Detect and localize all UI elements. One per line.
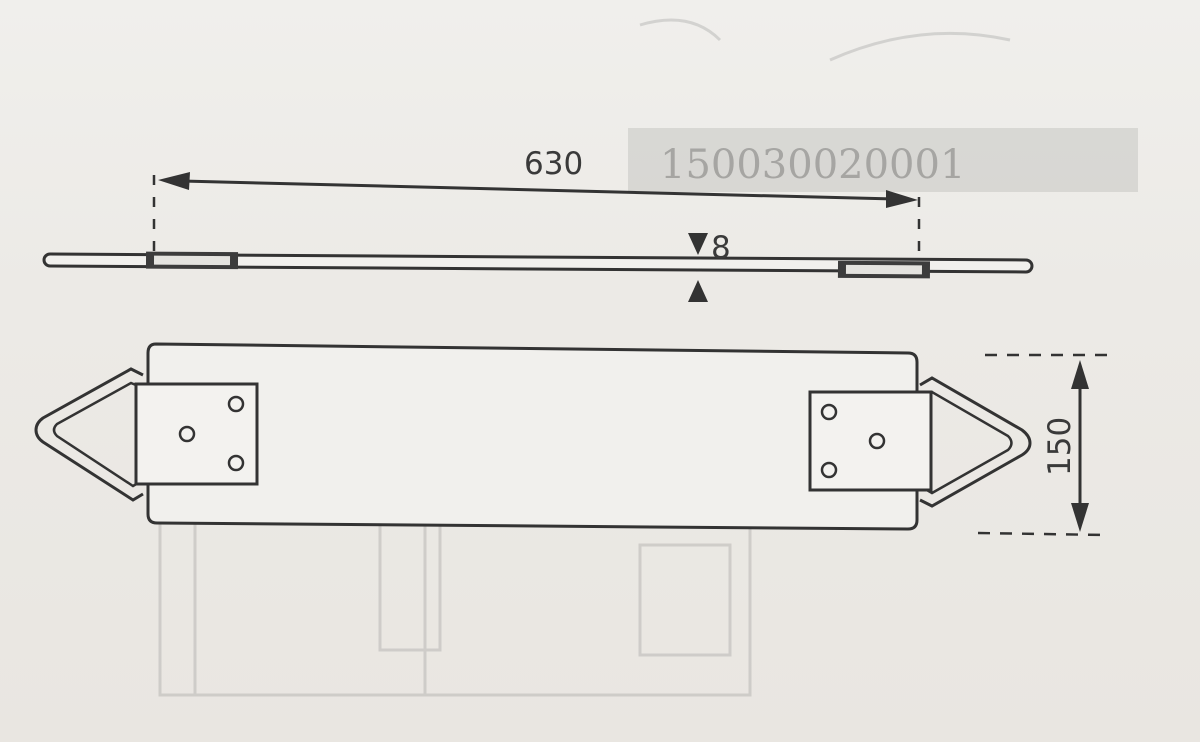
arrowhead-bottom — [1071, 503, 1089, 532]
dimension-line-630 — [181, 179, 895, 201]
triangle-handle-right — [919, 376, 1032, 508]
length-dimension: 630 — [152, 146, 921, 262]
bleed-label-text: 150030020001 — [660, 142, 965, 188]
bleed-label-band — [628, 128, 1138, 192]
seat-profile-body — [42, 252, 1034, 274]
dimension-label-length: 630 — [524, 146, 583, 182]
bolt-hole — [178, 425, 196, 443]
strap-left-inner — [153, 255, 231, 266]
seat-board — [146, 342, 919, 531]
triangle-handle-right-inner — [919, 390, 1013, 495]
bolt-hole — [820, 461, 838, 479]
mounting-plate-left — [134, 382, 259, 486]
dimension-label-width: 150 — [1042, 417, 1078, 476]
bolt-hole — [227, 454, 245, 472]
side-profile — [42, 251, 1034, 279]
arrowhead-left — [158, 172, 190, 190]
bolt-hole — [820, 403, 838, 421]
dimension-label-thickness: 8 — [711, 230, 731, 266]
bolt-hole — [868, 432, 886, 450]
plan-view — [34, 342, 1032, 531]
thickness-arrow-bottom — [688, 280, 708, 302]
arrowhead-right — [886, 190, 918, 208]
arrowhead-top — [1071, 360, 1089, 389]
bolt-hole — [227, 395, 245, 413]
triangle-handle-left-inner — [52, 381, 144, 488]
extension-line-bottom — [977, 531, 1107, 537]
width-dimension: 150 — [977, 353, 1113, 537]
thickness-dimension: 8 — [688, 230, 731, 302]
thickness-arrow-top — [688, 233, 708, 255]
triangle-handle-left — [34, 367, 144, 502]
strap-right-inner — [845, 264, 922, 275]
